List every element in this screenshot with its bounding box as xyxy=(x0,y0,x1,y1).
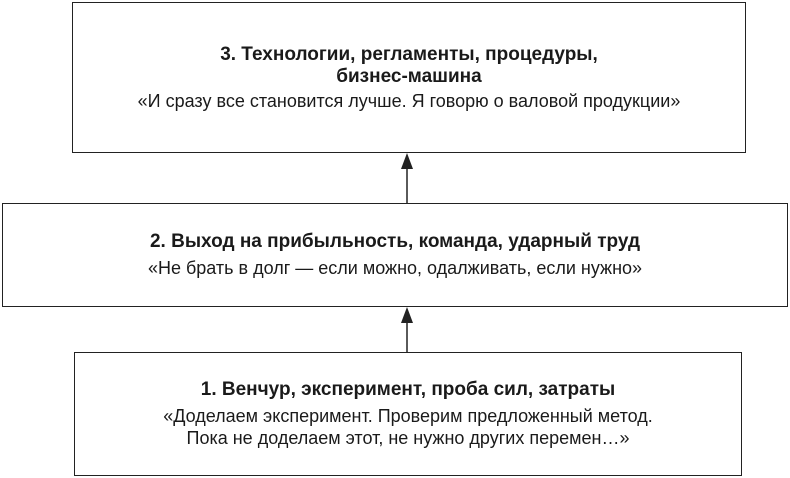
stage-1-quote-line-2: Пока не доделаем этот, не нужно других п… xyxy=(186,428,630,448)
stage-2-quote-line-1: «Не брать в долг — если можно, одалживат… xyxy=(147,258,643,278)
stage-1-box: 1. Венчур, эксперимент, проба сил, затра… xyxy=(74,352,742,476)
stage-1-quote: «Доделаем эксперимент. Проверим предложе… xyxy=(163,405,653,449)
stage-2-quote: «Не брать в долг — если можно, одалживат… xyxy=(148,257,642,279)
arrow-stage-1-to-2 xyxy=(401,307,413,352)
stage-2-box: 2. Выход на прибыльность, команда, ударн… xyxy=(2,203,788,307)
stage-3-title-line-2: бизнес-машина xyxy=(336,65,482,87)
stage-1-title-line-1: 1. Венчур, эксперимент, проба сил, затра… xyxy=(200,379,616,400)
stage-2-title-line-1: 2. Выход на прибыльность, команда, ударн… xyxy=(149,231,641,252)
arrow-stage-1-to-2-head xyxy=(401,307,413,323)
stage-3-quote: «И сразу все становится лучше. Я говорю … xyxy=(138,90,681,112)
stage-3-box: 3. Технологии, регламенты, процедуры, би… xyxy=(72,2,746,153)
arrow-stage-2-to-3 xyxy=(401,153,413,203)
stage-1-quote-line-1: «Доделаем эксперимент. Проверим предложе… xyxy=(163,406,653,426)
stage-3-quote-line-1: «И сразу все становится лучше. Я говорю … xyxy=(137,90,681,111)
stage-3-title-line-1: 3. Технологии, регламенты, процедуры, xyxy=(220,43,598,65)
arrow-stage-2-to-3-head xyxy=(401,153,413,169)
stage-1-title: 1. Венчур, эксперимент, проба сил, затра… xyxy=(201,379,616,401)
stage-3-title: 3. Технологии, регламенты, процедуры, би… xyxy=(220,44,598,88)
stage-2-title: 2. Выход на прибыльность, команда, ударн… xyxy=(150,231,640,253)
